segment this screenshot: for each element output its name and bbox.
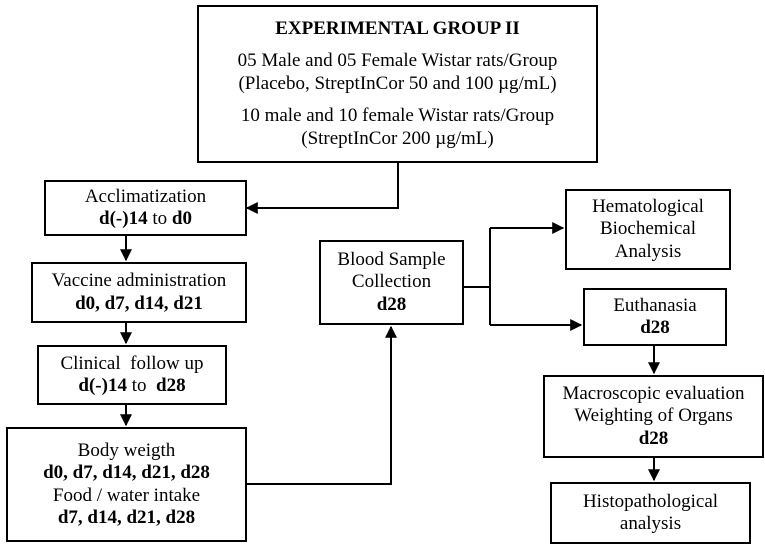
clinical-end: d28 xyxy=(156,375,186,396)
acclimatization-box: Acclimatization d(-)14 to d0 xyxy=(44,180,247,236)
body-weight-days: d0, d7, d14, d21, d28 xyxy=(43,462,210,484)
clinical-start: d(-)14 xyxy=(78,375,127,396)
group-line-1: 05 Male and 05 Female Wistar rats/Group xyxy=(237,50,558,72)
clinical-join: to xyxy=(126,375,156,396)
hematological-line-2: Biochemical xyxy=(599,218,697,240)
vaccine-label: Vaccine administration xyxy=(51,270,227,292)
group-line-4: (StreptInCor 200 µg/mL) xyxy=(301,127,494,149)
food-water-label: Food / water intake xyxy=(52,484,201,506)
histopathological-box: Histopathological analysis xyxy=(550,482,751,544)
acclimatization-end: d0 xyxy=(171,208,192,229)
group-line-3: 10 male and 10 female Wistar rats/Group xyxy=(240,105,555,127)
acclimatization-start: d(-)14 xyxy=(99,208,148,229)
acclimatization-label: Acclimatization xyxy=(84,185,207,207)
euthanasia-box: Euthanasia d28 xyxy=(583,288,727,346)
blood-line-2: Collection xyxy=(351,271,432,293)
histopathological-line-2: analysis xyxy=(619,513,682,534)
acclimatization-join: to xyxy=(147,208,172,229)
macroscopic-evaluation-box: Macroscopic evaluation Weighting of Orga… xyxy=(543,375,764,458)
acclimatization-range: d(-)14 to d0 xyxy=(99,208,192,230)
clinical-label: Clinical follow up xyxy=(60,352,204,374)
food-water-days: d7, d14, d21, d28 xyxy=(57,506,196,528)
body-weight-label: Body weigth xyxy=(77,439,176,461)
macroscopic-day: d28 xyxy=(638,427,669,449)
hematological-line-1: Hematological xyxy=(592,195,704,217)
clinical-follow-up-box: Clinical follow up d(-)14 to d28 xyxy=(37,345,227,405)
hematological-line-3: Analysis xyxy=(614,240,682,262)
euthanasia-day: d28 xyxy=(640,317,670,338)
experimental-group-title: EXPERIMENTAL GROUP II xyxy=(275,17,520,39)
histopathological-line-1: Histopathological xyxy=(582,490,719,512)
hematological-box: Hematological Biochemical Analysis xyxy=(565,189,731,270)
euthanasia-label: Euthanasia xyxy=(613,294,697,316)
clinical-range: d(-)14 to d28 xyxy=(78,375,185,397)
arrow-body-to-blood xyxy=(247,325,397,485)
macroscopic-line-1: Macroscopic evaluation xyxy=(562,382,745,404)
arrow-group-to-acclimatization xyxy=(245,162,399,214)
blood-day: d28 xyxy=(376,293,407,315)
macroscopic-line-2: Weighting of Organs xyxy=(574,405,733,427)
body-weight-intake-box: Body weigth d0, d7, d14, d21, d28 Food /… xyxy=(6,427,247,542)
blood-line-1: Blood Sample xyxy=(337,248,446,270)
group-line-2: (Placebo, StreptInCor 50 and 100 µg/mL) xyxy=(238,72,557,94)
vaccine-days: d0, d7, d14, d21 xyxy=(75,292,203,314)
blood-sample-box: Blood Sample Collection d28 xyxy=(319,240,464,325)
vaccine-administration-box: Vaccine administration d0, d7, d14, d21 xyxy=(31,262,247,323)
experimental-group-box: EXPERIMENTAL GROUP II 05 Male and 05 Fem… xyxy=(197,5,598,163)
